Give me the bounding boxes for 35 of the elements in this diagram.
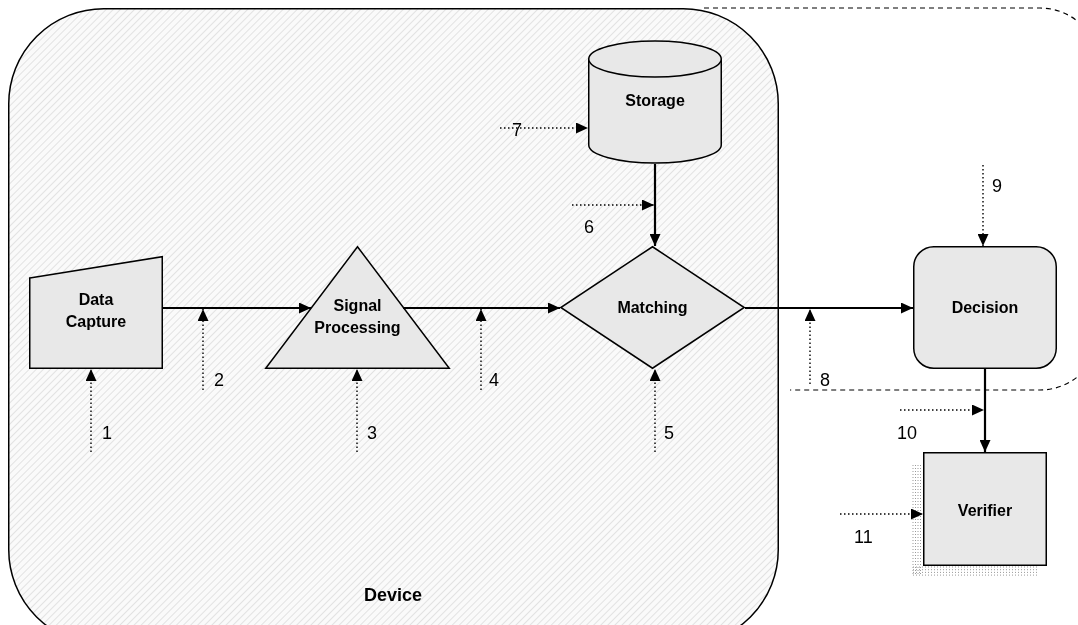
callout-number: 4 bbox=[489, 370, 499, 390]
device-boundary bbox=[8, 8, 779, 624]
callout-number: 5 bbox=[664, 423, 674, 443]
callout-number: 6 bbox=[584, 217, 594, 237]
node-label: Signal Processing bbox=[313, 296, 402, 338]
storage-cylinder bbox=[588, 40, 722, 164]
node-label: Storage bbox=[624, 91, 686, 111]
process-box bbox=[913, 246, 1057, 369]
arrow bbox=[979, 369, 991, 452]
dotted-arrow bbox=[85, 368, 97, 453]
callout-number: 2 bbox=[214, 370, 224, 390]
process-triangle bbox=[265, 246, 450, 369]
node-label: Verifier bbox=[956, 501, 1014, 521]
node-label: Matching bbox=[616, 298, 689, 318]
dotted-arrow bbox=[499, 122, 589, 134]
arrow bbox=[403, 302, 560, 314]
node-label: Data Capture bbox=[64, 290, 128, 332]
callout-number: 3 bbox=[367, 423, 377, 443]
dotted-arrow bbox=[977, 164, 989, 247]
callout-number: 10 bbox=[897, 423, 918, 443]
callout-number: 7 bbox=[512, 120, 522, 140]
arrow bbox=[649, 164, 661, 246]
dotted-arrow bbox=[839, 508, 924, 520]
arrow bbox=[163, 302, 311, 314]
callout-number: 8 bbox=[820, 370, 830, 390]
dotted-arrow bbox=[351, 368, 363, 453]
callout-number: 1 bbox=[102, 423, 112, 443]
dotted-arrow bbox=[649, 368, 661, 453]
decision-diamond bbox=[560, 246, 745, 369]
process-box bbox=[923, 452, 1047, 566]
group-label: Device bbox=[362, 584, 423, 606]
callout-number: 9 bbox=[992, 176, 1002, 196]
callout-number: 11 bbox=[854, 527, 873, 547]
node-label: Decision bbox=[950, 298, 1020, 318]
arrow bbox=[745, 302, 913, 314]
